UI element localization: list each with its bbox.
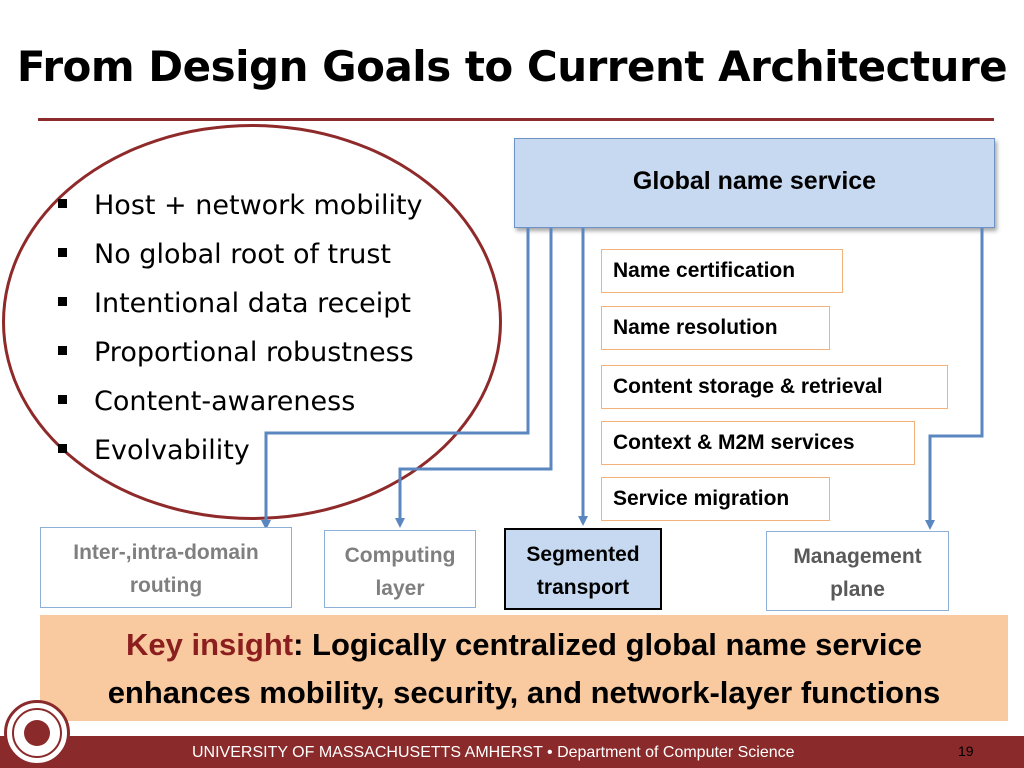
- goal-item: Content-awareness: [58, 386, 423, 435]
- square-bullet-icon: [58, 199, 67, 208]
- university-seal-core: [24, 720, 50, 746]
- service-migration: Service migration: [601, 477, 830, 521]
- arrow-to-management: [925, 228, 984, 530]
- key-insight-box: Key insight: Logically centralized globa…: [40, 615, 1008, 721]
- goal-item: Evolvability: [58, 435, 423, 484]
- goal-item: Intentional data receipt: [58, 288, 423, 337]
- square-bullet-icon: [58, 346, 67, 355]
- service-name-resolution: Name resolution: [601, 306, 830, 350]
- design-goals-list: Host + network mobility No global root o…: [58, 190, 423, 484]
- title-divider: [38, 118, 994, 121]
- management-plane-box: Management plane: [766, 531, 949, 611]
- service-context-m2m: Context & M2M services: [601, 421, 915, 465]
- computing-layer-box: Computing layer: [324, 530, 476, 608]
- global-name-service-box: Global name service: [514, 138, 995, 228]
- segmented-transport-box: Segmented transport: [504, 528, 662, 610]
- design-goals-ellipse: [2, 124, 502, 520]
- goal-item: No global root of trust: [58, 239, 423, 288]
- key-insight-line-2: enhances mobility, security, and network…: [107, 675, 941, 710]
- page-number: 19: [958, 743, 974, 759]
- service-name-certification: Name certification: [601, 249, 843, 293]
- square-bullet-icon: [58, 444, 67, 453]
- inter-intra-domain-routing-box: Inter-,intra-domain routing: [40, 527, 292, 608]
- service-content-storage: Content storage & retrieval: [601, 365, 948, 409]
- key-insight-line-1: Key insight: Logically centralized globa…: [126, 627, 922, 662]
- slide-title: From Design Goals to Current Architectur…: [16, 42, 1008, 91]
- arrow-to-computing: [395, 228, 553, 528]
- goal-item: Host + network mobility: [58, 190, 423, 239]
- footer-text: UNIVERSITY OF MASSACHUSETTS AMHERST • De…: [192, 744, 795, 761]
- goal-item: Proportional robustness: [58, 337, 423, 386]
- square-bullet-icon: [58, 297, 67, 306]
- footer-bar: [0, 736, 1024, 768]
- square-bullet-icon: [58, 395, 67, 404]
- arrow-to-routing: [261, 228, 530, 530]
- square-bullet-icon: [58, 248, 67, 257]
